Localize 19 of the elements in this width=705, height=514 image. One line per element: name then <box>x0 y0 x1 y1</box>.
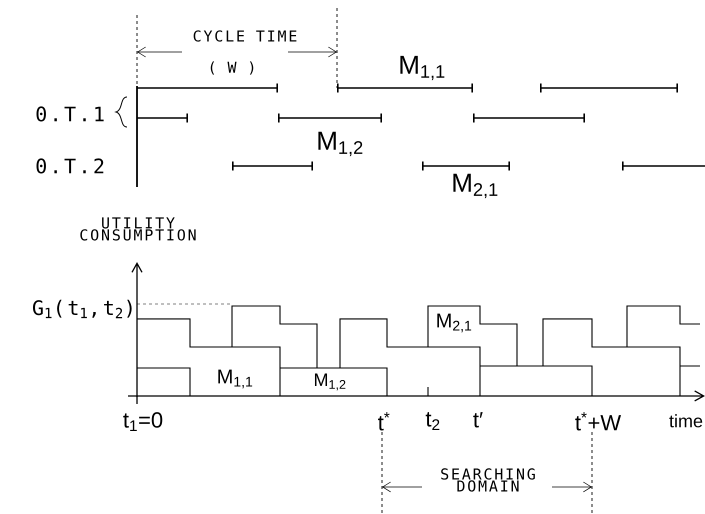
bar-label: M$_{1,1}$ <box>400 56 444 80</box>
tick-label: t′ <box>473 412 483 428</box>
dimension-text: CYCLE TIME <box>194 30 296 42</box>
tick-label: t$_{1}$=0 <box>123 412 162 431</box>
block-label: M$_{2,1}$ <box>437 314 472 332</box>
block-label: M$_{1,1}$ <box>218 370 252 388</box>
bar-label: M$_{1,2}$ <box>318 132 362 156</box>
bar-label: M$_{2,1}$ <box>453 174 498 198</box>
dimension-text: ( W ) <box>210 61 254 75</box>
row-label: 0.T.1 <box>36 106 104 122</box>
dimension-text: SEARCHING DOMAIN <box>441 468 535 492</box>
tick-label: t$_{2}$ <box>426 412 440 430</box>
block-label: M$_{1,2}$ <box>314 374 346 390</box>
axis-label: G$_{1}$(t$_{1}$,t$_{2}$) <box>32 300 132 318</box>
axis-label: time <box>669 414 702 428</box>
tick-label: t$^{*}$+W <box>575 412 622 430</box>
tick-label: t$^{*}$ <box>378 412 390 430</box>
axis-title: UTILITY CONSUMPTION <box>80 217 196 241</box>
row-label: 0.T.2 <box>36 158 104 174</box>
